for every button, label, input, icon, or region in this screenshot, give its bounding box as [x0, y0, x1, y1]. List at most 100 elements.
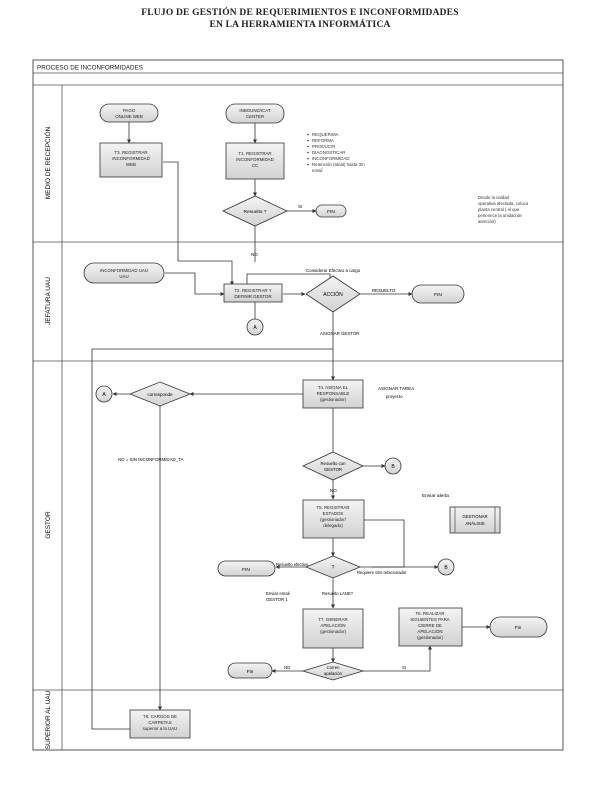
lane-label-reception: MEDIO DE RECEPCIÓN — [43, 126, 52, 199]
svg-text:CC: CC — [252, 163, 258, 168]
svg-text:UAU: UAU — [119, 274, 128, 279]
label-send-alert: Enviar alerta — [422, 493, 449, 499]
svg-text:Desde la unidad: Desde la unidad — [478, 195, 510, 200]
label-requires-other: Requiere otro relacionador — [357, 570, 407, 575]
svg-text:T4. ASIGNA EL: T4. ASIGNA EL — [318, 385, 349, 390]
task-t7-generate-appeal — [302, 608, 364, 649]
start-event-uau — [83, 262, 165, 284]
svg-text:APELACIÓN: APELACIÓN — [417, 629, 442, 634]
svg-text:Fin: Fin — [515, 625, 522, 631]
pool-title: PROCESO DE INCONFORMIDADES — [37, 65, 143, 72]
lane-label-head: JEFATURA UAU — [45, 277, 52, 325]
diagram-title-line-1: FLUJO DE GESTIÓN DE REQUERIMIENTOS E INC… — [141, 8, 459, 18]
svg-text:CIERRE DE: CIERRE DE — [418, 623, 442, 628]
svg-text:CARPETAS: CARPETAS — [148, 720, 171, 725]
connector-a-manager — [95, 385, 113, 403]
end-event-5 — [227, 662, 273, 679]
decision-appeal — [301, 661, 365, 681]
pool-frame — [32, 59, 564, 751]
svg-text:superior a la UAU: superior a la UAU — [143, 726, 178, 731]
label-resolved: RESUELTO — [372, 288, 396, 293]
svg-text:Retención (Ideal) hasta 3m: Retención (Ideal) hasta 3m — [312, 162, 365, 167]
end-event-4 — [489, 616, 548, 638]
task-t1-register-cc — [225, 142, 285, 180]
decision-resolved — [222, 195, 288, 227]
svg-text:INCONFORMIDAD: INCONFORMIDAD — [112, 156, 150, 161]
end-event-2 — [411, 284, 465, 304]
connector-a-head — [246, 318, 264, 336]
svg-text:?: ? — [332, 565, 335, 571]
svg-text:T6. REALIZAR: T6. REALIZAR — [415, 611, 444, 616]
svg-text:T8. CARGOS DE: T8. CARGOS DE — [143, 714, 177, 719]
connector-b — [384, 457, 402, 475]
svg-text:GESTOR: GESTOR — [324, 467, 342, 472]
svg-text:B: B — [444, 565, 448, 571]
svg-text:planta central ( el que: planta central ( el que — [478, 207, 520, 212]
svg-text:ONLINE WEB: ONLINE WEB — [115, 114, 143, 119]
svg-text:SI: SI — [402, 665, 406, 670]
decision-action — [305, 275, 361, 313]
svg-text:FIN: FIN — [327, 209, 335, 215]
task-t6-close-appeal — [398, 607, 463, 647]
svg-text:corresponde: corresponde — [147, 392, 173, 397]
decision-resolved-manager — [302, 451, 364, 481]
start-event-call-center — [225, 103, 285, 124]
svg-text:CENTER: CENTER — [246, 114, 264, 119]
svg-text:B: B — [391, 464, 395, 470]
svg-text:INBOUND/ICAT: INBOUND/ICAT — [239, 108, 270, 113]
svg-text:T2. REGISTRAR Y: T2. REGISTRAR Y — [234, 288, 271, 293]
svg-text:NO: NO — [330, 488, 337, 493]
svg-text:PAGO: PAGO — [123, 108, 136, 113]
svg-text:T7. GENERAR: T7. GENERAR — [318, 617, 347, 622]
task-t3-register-web — [99, 142, 163, 178]
svg-text:DIAGNOSTICAR: DIAGNOSTICAR — [312, 150, 345, 155]
svg-text:Resuelto ?: Resuelto ? — [244, 209, 267, 215]
connector-b-2 — [437, 558, 455, 576]
svg-text:operativa afectada, coloca: operativa afectada, coloca — [478, 201, 529, 206]
svg-text:email: email — [312, 168, 323, 173]
label-no-inconformity: NO = SIN INCONFORMIDAD_TA — [118, 457, 183, 462]
svg-text:T5. REGISTRAR: T5. REGISTRAR — [316, 505, 349, 510]
label-no: NO — [251, 252, 258, 257]
start-event-web — [99, 103, 159, 123]
svg-text:Fin: Fin — [247, 669, 254, 675]
type-list: REQUERIMA REFORMA PRODUCIR DIAGNOSTICAR … — [312, 132, 365, 173]
svg-text:PRODUCIR: PRODUCIR — [312, 144, 335, 149]
note-text: Desde la unidad operativa afectada, colo… — [478, 195, 529, 224]
svg-text:WEB: WEB — [126, 162, 136, 167]
task-t8-charge-folders — [129, 709, 191, 739]
end-event-3 — [217, 560, 276, 577]
decision-corresponds — [128, 381, 192, 407]
svg-text:proyecto: proyecto — [386, 394, 403, 399]
end-event-1 — [315, 204, 347, 218]
svg-text:REQUERIMA: REQUERIMA — [312, 132, 339, 137]
label-resolved-lane: Resuelto LANE? — [322, 591, 354, 596]
svg-text:NO: NO — [284, 665, 291, 670]
svg-text:GESTIONAR: GESTIONAR — [462, 514, 487, 519]
svg-text:DEFINIR GESTOR: DEFINIR GESTOR — [234, 294, 271, 299]
label-send-email: Enviar email — [266, 591, 290, 596]
label-assign-task: ASIGNAR TAREA — [378, 386, 414, 391]
svg-text:FIN: FIN — [434, 292, 442, 298]
svg-text:A: A — [253, 325, 257, 331]
svg-text:ANÁLISIS: ANÁLISIS — [465, 521, 484, 526]
task-t5-register-states — [302, 499, 365, 539]
svg-text:RESPONSABLE: RESPONSABLE — [317, 391, 350, 396]
diagram-title-line-2: EN LA HERRAMIENTA INFORMÁTICA — [209, 20, 391, 30]
svg-text:SIGUIENTES PARA: SIGUIENTES PARA — [410, 617, 450, 622]
svg-text:ACCIÓN: ACCIÓN — [323, 291, 343, 298]
label-considerar: Considerar Efectivo a cargo — [306, 268, 361, 273]
svg-text:T3. REGISTRAR: T3. REGISTRAR — [114, 150, 147, 155]
svg-text:APELACIÓN: APELACIÓN — [320, 623, 345, 628]
lane-label-superior: SUPERIOR AL UAU — [45, 690, 52, 749]
svg-text:(gestionador): (gestionador) — [320, 629, 346, 634]
task-t4-assign-responsible — [302, 379, 364, 409]
svg-text:REFORMA: REFORMA — [312, 138, 334, 143]
svg-text:A: A — [102, 392, 106, 398]
svg-text:INCONFORMIDAD: INCONFORMIDAD — [312, 156, 350, 161]
svg-text:Corren: Corren — [327, 665, 340, 670]
svg-text:atención): atención) — [478, 219, 496, 224]
svg-text:INCONFORMIDAD: INCONFORMIDAD — [236, 157, 274, 162]
task-t2-register-assign — [223, 283, 283, 303]
